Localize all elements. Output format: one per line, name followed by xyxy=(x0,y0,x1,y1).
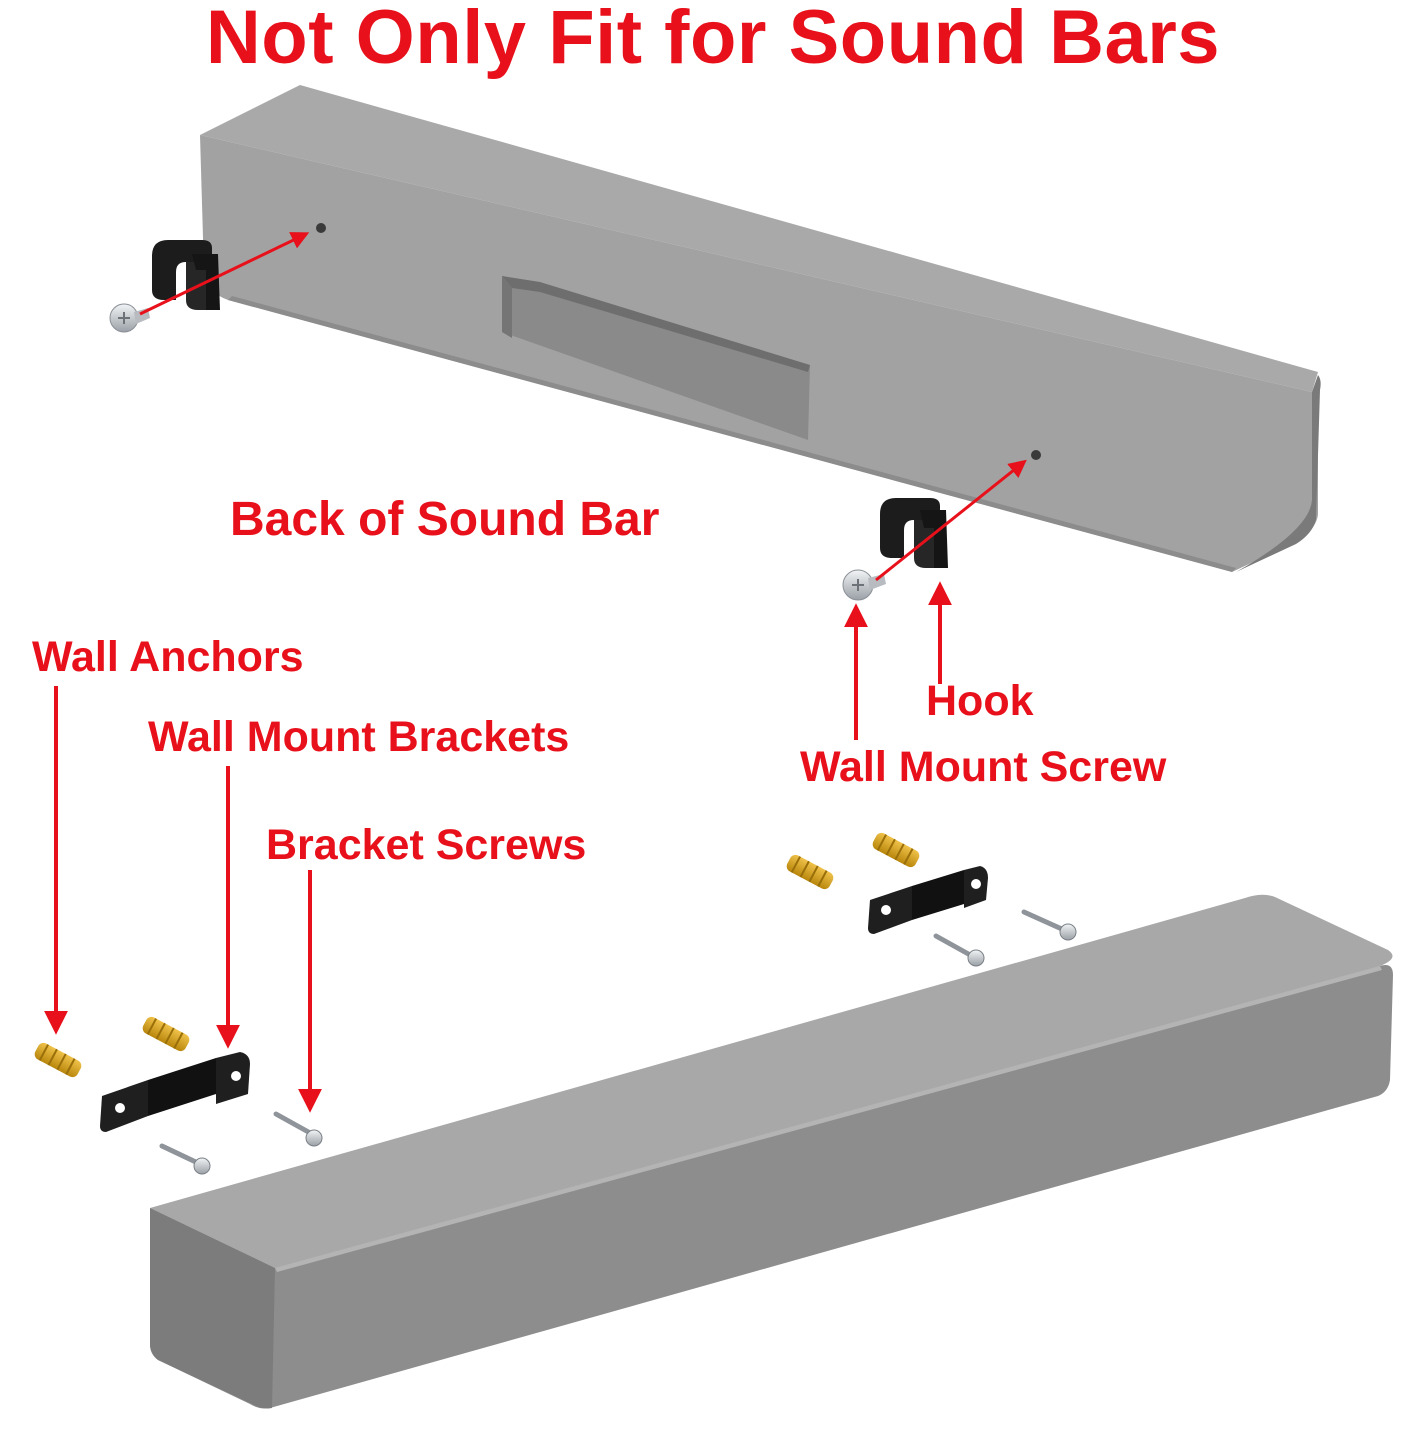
top-sound-bar xyxy=(200,85,1321,572)
wall-anchor-4 xyxy=(872,832,920,868)
bracket-screw-right-1 xyxy=(933,933,985,967)
wall-anchor-3 xyxy=(786,854,834,890)
keyhole-left xyxy=(316,223,326,233)
bracket-screw-left-1 xyxy=(159,1143,211,1175)
hook-screw-left xyxy=(109,303,150,333)
label-wall-mount-brackets: Wall Mount Brackets xyxy=(148,713,570,761)
wall-anchor-2 xyxy=(142,1016,190,1052)
wall-anchor-1 xyxy=(34,1042,82,1078)
wall-mount-bracket-right xyxy=(868,866,988,934)
hook-screw-right xyxy=(842,569,886,601)
keyhole-right xyxy=(1031,450,1041,460)
bar-recess xyxy=(502,276,810,440)
label-bracket-screws: Bracket Screws xyxy=(266,821,587,869)
hook-right xyxy=(880,498,948,568)
wall-mount-bracket-left xyxy=(100,1052,250,1132)
bottom-sound-bar xyxy=(150,894,1393,1409)
label-back-of-sound-bar: Back of Sound Bar xyxy=(230,493,660,546)
page-title: Not Only Fit for Sound Bars xyxy=(205,0,1221,80)
hook-left xyxy=(152,240,220,310)
label-hook: Hook xyxy=(926,677,1034,725)
bracket-screw-left-2 xyxy=(273,1111,323,1147)
label-wall-anchors: Wall Anchors xyxy=(32,633,304,681)
label-wall-mount-screw: Wall Mount Screw xyxy=(800,743,1167,791)
bracket-screw-right-2 xyxy=(1021,909,1077,941)
arrow-hook-right xyxy=(875,459,1027,582)
arrow-hook-left xyxy=(139,232,310,316)
